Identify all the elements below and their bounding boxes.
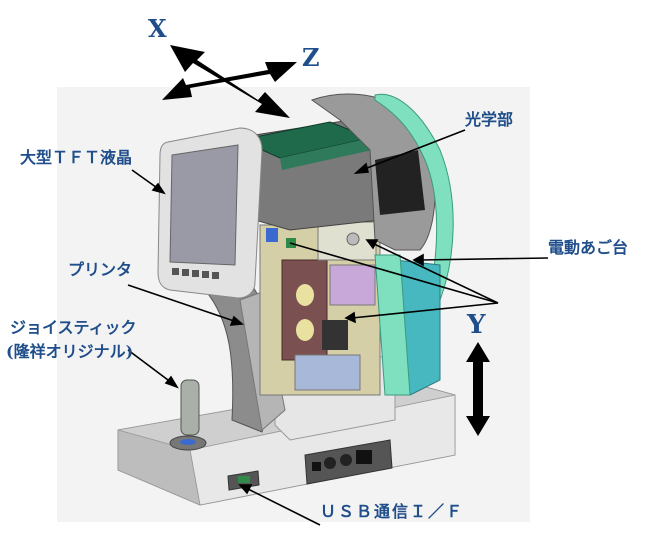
callout-label-chin-rest: 電動あご台 bbox=[548, 238, 629, 257]
face-rest-shell bbox=[310, 93, 436, 251]
leader-y-1 bbox=[289, 242, 499, 304]
leader-joystick bbox=[127, 349, 173, 384]
xz-axis-arrows bbox=[162, 45, 297, 118]
leader-y-arrowhead-2 bbox=[365, 239, 379, 250]
optical-unit bbox=[238, 119, 381, 231]
axis-label-x: X bbox=[148, 14, 167, 43]
y-axis-arrow bbox=[466, 342, 490, 436]
callout-label-lcd: 大型ＴＦＴ液晶 bbox=[20, 148, 133, 167]
axis-label-y: Y bbox=[467, 310, 486, 340]
connector-panel bbox=[304, 439, 393, 485]
callout-label-optics: 光学部 bbox=[465, 110, 514, 129]
callout-label-printer: プリンタ bbox=[68, 260, 133, 279]
axis-label-z: Z bbox=[302, 43, 320, 72]
leader-y-arrowhead-3 bbox=[344, 311, 356, 324]
leader-printer bbox=[127, 284, 238, 323]
leader-y-2 bbox=[371, 242, 499, 304]
callout-label-joystick-note: (隆祥オリジナル) bbox=[6, 342, 134, 361]
leader-printer-arrowhead bbox=[229, 315, 244, 326]
mechanism bbox=[259, 221, 381, 396]
leader-optics-arrowhead bbox=[353, 162, 370, 174]
leader-y-3 bbox=[351, 302, 499, 319]
chin-rest-frame bbox=[374, 93, 454, 396]
lcd-monitor bbox=[157, 127, 263, 299]
leader-optics bbox=[361, 129, 466, 171]
callout-label-usb: ＵＳＢ通信Ｉ／Ｆ bbox=[320, 502, 465, 521]
leader-lcd-arrowhead bbox=[151, 182, 166, 195]
leader-chin-rest-arrowhead bbox=[412, 253, 424, 267]
leader-usb-arrowhead bbox=[238, 484, 253, 495]
leader-chin-rest bbox=[419, 257, 549, 261]
callout-label-joystick: ジョイスティック bbox=[10, 318, 137, 337]
leader-joystick-arrowhead bbox=[164, 375, 179, 389]
callout-leaders bbox=[127, 129, 549, 526]
joystick bbox=[169, 379, 207, 451]
leader-usb bbox=[245, 487, 321, 526]
